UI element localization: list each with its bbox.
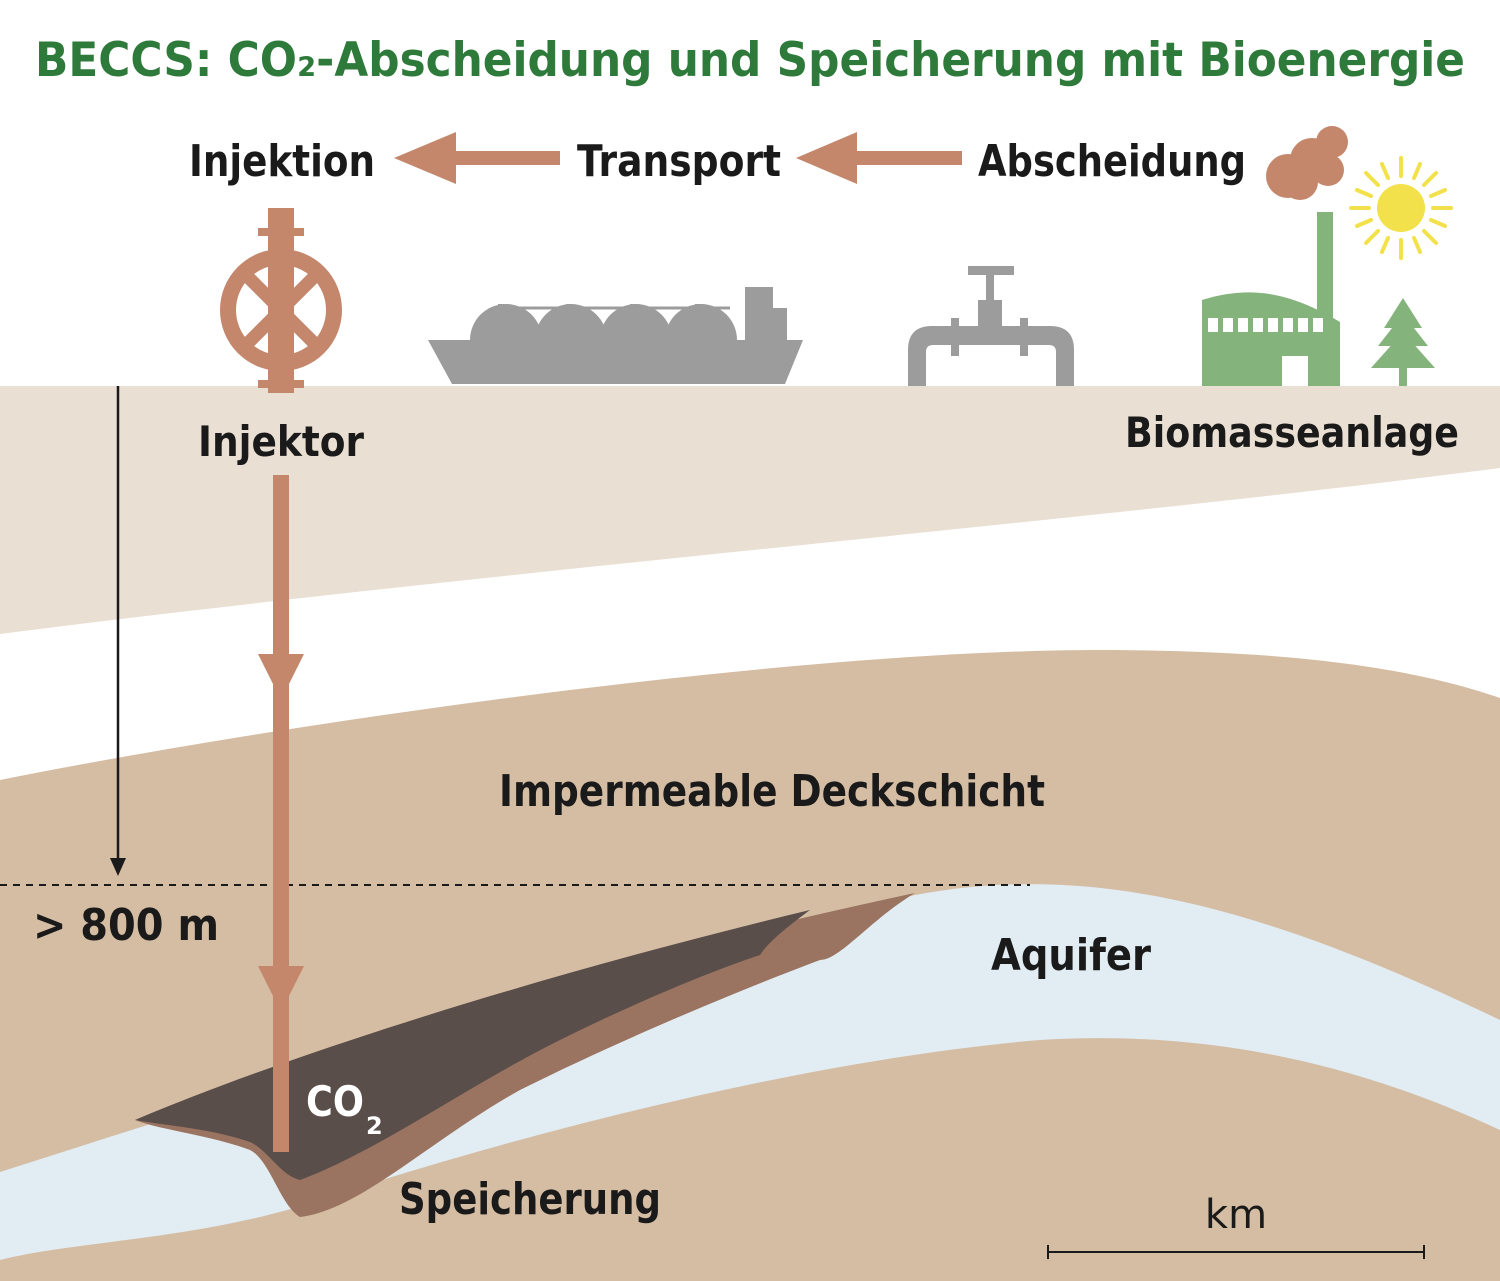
co2-label: CO <box>306 1077 364 1126</box>
smoke-cloud-icon <box>1266 126 1348 200</box>
depth-label: > 800 m <box>33 900 219 951</box>
injection-arrow-head-1 <box>258 654 304 700</box>
caprock-label: Impermeable Deckschicht <box>499 766 1045 817</box>
arrow-transport-to-injection <box>394 132 560 184</box>
factory-icon <box>1202 212 1340 386</box>
scale-bar <box>1047 1245 1425 1259</box>
injection-pipe <box>273 475 289 1152</box>
co2-subscript: 2 <box>366 1112 383 1140</box>
tree-icon <box>1371 298 1435 386</box>
step-capture-label: Abscheidung <box>978 136 1246 187</box>
surface-layer <box>0 386 1500 634</box>
diagram-title: BECCS: CO₂-Abscheidung und Speicherung m… <box>35 33 1465 88</box>
arrow-capture-to-transport <box>796 132 962 184</box>
ship-icon <box>428 287 803 384</box>
injection-arrow-head-2 <box>258 966 304 1012</box>
aquifer-label: Aquifer <box>991 930 1151 981</box>
step-injection-label: Injektion <box>189 136 375 187</box>
co2-plume-core <box>135 910 810 1180</box>
pipeline-valve-icon <box>908 266 1074 386</box>
depth-arrow-head <box>110 858 126 876</box>
valve-wheel-icon <box>220 208 342 393</box>
step-transport-label: Transport <box>577 136 781 187</box>
storage-label: Speicherung <box>399 1174 661 1225</box>
biomass-plant-label: Biomasseanlage <box>1125 408 1459 457</box>
injector-label: Injektor <box>198 417 364 466</box>
sun-icon <box>1349 156 1453 260</box>
scale-unit-label: km <box>1205 1192 1267 1238</box>
